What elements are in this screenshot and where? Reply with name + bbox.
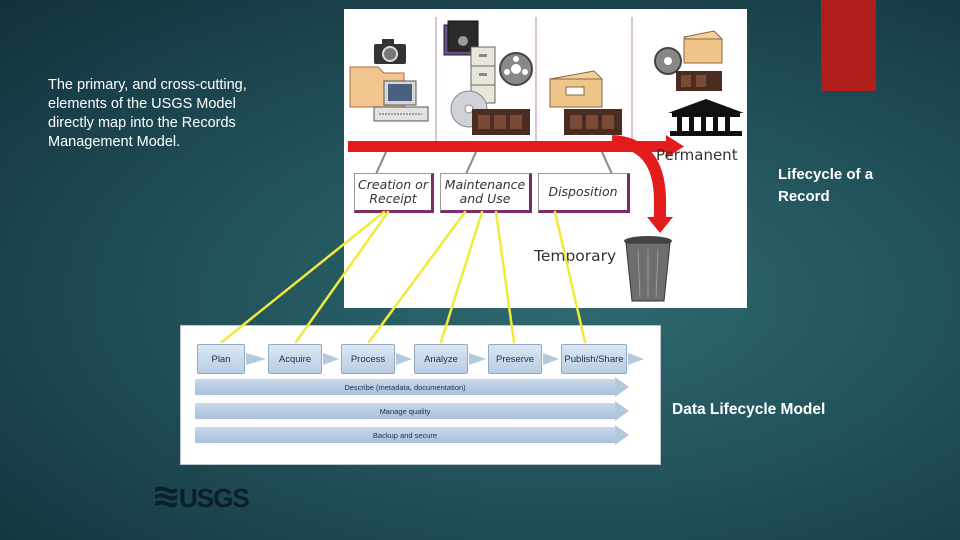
film-reel-icon <box>654 47 682 75</box>
data-lifecycle-label: Data Lifecycle Model <box>672 401 826 418</box>
accent-bar <box>821 0 876 91</box>
film-strip-icon <box>472 109 530 135</box>
stage-disposition-label: Disposition <box>548 184 618 199</box>
stage-maintenance-use-line-2: and Use <box>459 191 511 206</box>
stage-creation-receipt-line-1: Creation or <box>358 177 428 192</box>
stage-creation-receipt-line-2: Receipt <box>369 191 417 206</box>
temporary-flow-arrow <box>611 135 673 233</box>
computer-icon <box>373 80 429 122</box>
stage-plan: Plan <box>197 344 245 374</box>
usgs-logo: USGS <box>155 483 250 517</box>
film-reel-icon <box>499 52 533 86</box>
usgs-logo-text: USGS <box>179 483 250 513</box>
cross-cutting-manage-quality: Manage quality <box>195 403 615 419</box>
permanent-label: Permanent <box>656 146 738 164</box>
cross-cutting-describe: Describe (metadata, documentation) <box>195 379 615 395</box>
stage-acquire: Acquire <box>268 344 322 374</box>
camera-icon <box>374 39 406 64</box>
stage-analyze: Analyze <box>414 344 468 374</box>
film-strip-icon <box>564 109 622 135</box>
stage-preserve: Preserve <box>488 344 542 374</box>
film-strip-icon <box>676 71 722 91</box>
stage-disposition: Disposition <box>538 173 630 213</box>
records-lifecycle-diagram: Creation or Receipt Maintenance and Use … <box>344 9 747 308</box>
data-lifecycle-diagram: Plan Acquire Process Analyze Preserve Pu… <box>180 325 661 465</box>
permanent-flow-arrow <box>348 135 684 158</box>
stage-creation-receipt: Creation or Receipt <box>354 173 434 213</box>
stage-process: Process <box>341 344 395 374</box>
intro-text: The primary, and cross-cutting, elements… <box>48 77 247 150</box>
trash-can-icon <box>624 236 672 302</box>
archive-building-icon <box>668 99 744 136</box>
stage-maintenance-use-line-1: Maintenance <box>444 177 526 192</box>
floppy-disk-icon <box>443 20 479 56</box>
temporary-label: Temporary <box>534 247 617 265</box>
stage-maintenance-use: Maintenance and Use <box>440 173 532 213</box>
archive-box-icon <box>682 30 724 64</box>
cross-cutting-backup: Backup and secure <box>195 427 615 443</box>
stage-publish-share: Publish/Share <box>561 344 627 374</box>
storage-box-icon <box>548 70 604 108</box>
records-lifecycle-label: Lifecycle of a Record <box>778 166 874 205</box>
